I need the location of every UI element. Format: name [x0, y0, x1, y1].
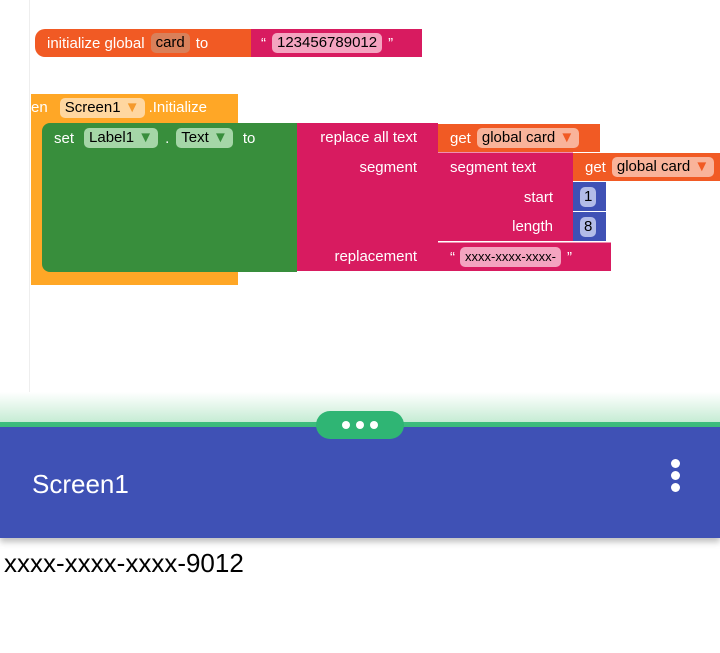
init-label: initialize global [47, 34, 145, 52]
length-label: length [512, 218, 553, 235]
get-label: get [585, 158, 606, 176]
setter-header: set Label1 ▼ . Text ▼ to [54, 124, 255, 152]
variable-dropdown[interactable]: global card ▼ [476, 128, 580, 148]
get-global-card-block-2[interactable]: get global card ▼ [573, 153, 720, 181]
app-bar: Screen1 [0, 427, 720, 538]
event-header: en Screen1 ▼ .Initialize [31, 94, 207, 121]
workspace-divider [29, 0, 30, 420]
replacement-value-field[interactable]: xxxx-xxxx-xxxx- [460, 247, 561, 267]
quote-close: ” [567, 248, 572, 266]
resize-handle[interactable] [316, 411, 404, 439]
length-number-block[interactable]: 8 [573, 212, 606, 241]
replace-all-text-block[interactable] [297, 123, 438, 271]
start-number-field[interactable]: 1 [580, 186, 597, 207]
label1-text: xxxx-xxxx-xxxx-9012 [4, 548, 244, 578]
text-string-block[interactable]: “ 123456789012 ” [251, 29, 422, 57]
dropdown-arrow-icon: ▼ [559, 129, 575, 146]
dropdown-arrow-icon: ▼ [694, 158, 710, 175]
initialize-global-block[interactable]: initialize global card to [35, 29, 251, 57]
replace-all-label: replace all text [320, 129, 417, 146]
get-label: get [450, 129, 471, 147]
quote-open: “ [261, 34, 266, 52]
dropdown-arrow-icon: ▼ [212, 129, 228, 146]
segment-text-label: segment text [450, 159, 536, 176]
property-dropdown[interactable]: Text ▼ [176, 128, 233, 148]
component-dropdown[interactable]: Screen1 ▼ [59, 97, 145, 118]
event-name: .Initialize [148, 99, 207, 116]
app-title: Screen1 [32, 469, 129, 499]
to-label: to [242, 129, 256, 147]
set-label-text-block[interactable] [42, 123, 297, 272]
more-options-icon[interactable] [671, 459, 681, 493]
start-label: start [523, 189, 553, 206]
segment-label: segment [359, 159, 417, 176]
dropdown-arrow-icon: ▼ [138, 129, 154, 146]
dropdown-arrow-icon: ▼ [124, 98, 140, 116]
variable-name-field[interactable]: card [150, 33, 190, 53]
length-number-field[interactable]: 8 [580, 216, 597, 237]
variable-dropdown[interactable]: global card ▼ [611, 157, 715, 177]
label-component-dropdown[interactable]: Label1 ▼ [84, 128, 159, 148]
when-label: en [31, 99, 48, 116]
set-label: set [54, 129, 75, 147]
start-number-block[interactable]: 1 [573, 182, 606, 211]
segment-text-block[interactable] [438, 152, 573, 241]
replacement-label: replacement [334, 248, 417, 265]
replacement-string-block[interactable]: “ xxxx-xxxx-xxxx- ” [438, 242, 611, 271]
get-global-card-block[interactable]: get global card ▼ [438, 124, 600, 152]
string-value-field[interactable]: 123456789012 [272, 33, 383, 53]
quote-open: “ [450, 248, 455, 266]
dot-label: . [165, 129, 170, 147]
quote-close: ” [388, 34, 394, 52]
to-label: to [195, 34, 209, 52]
